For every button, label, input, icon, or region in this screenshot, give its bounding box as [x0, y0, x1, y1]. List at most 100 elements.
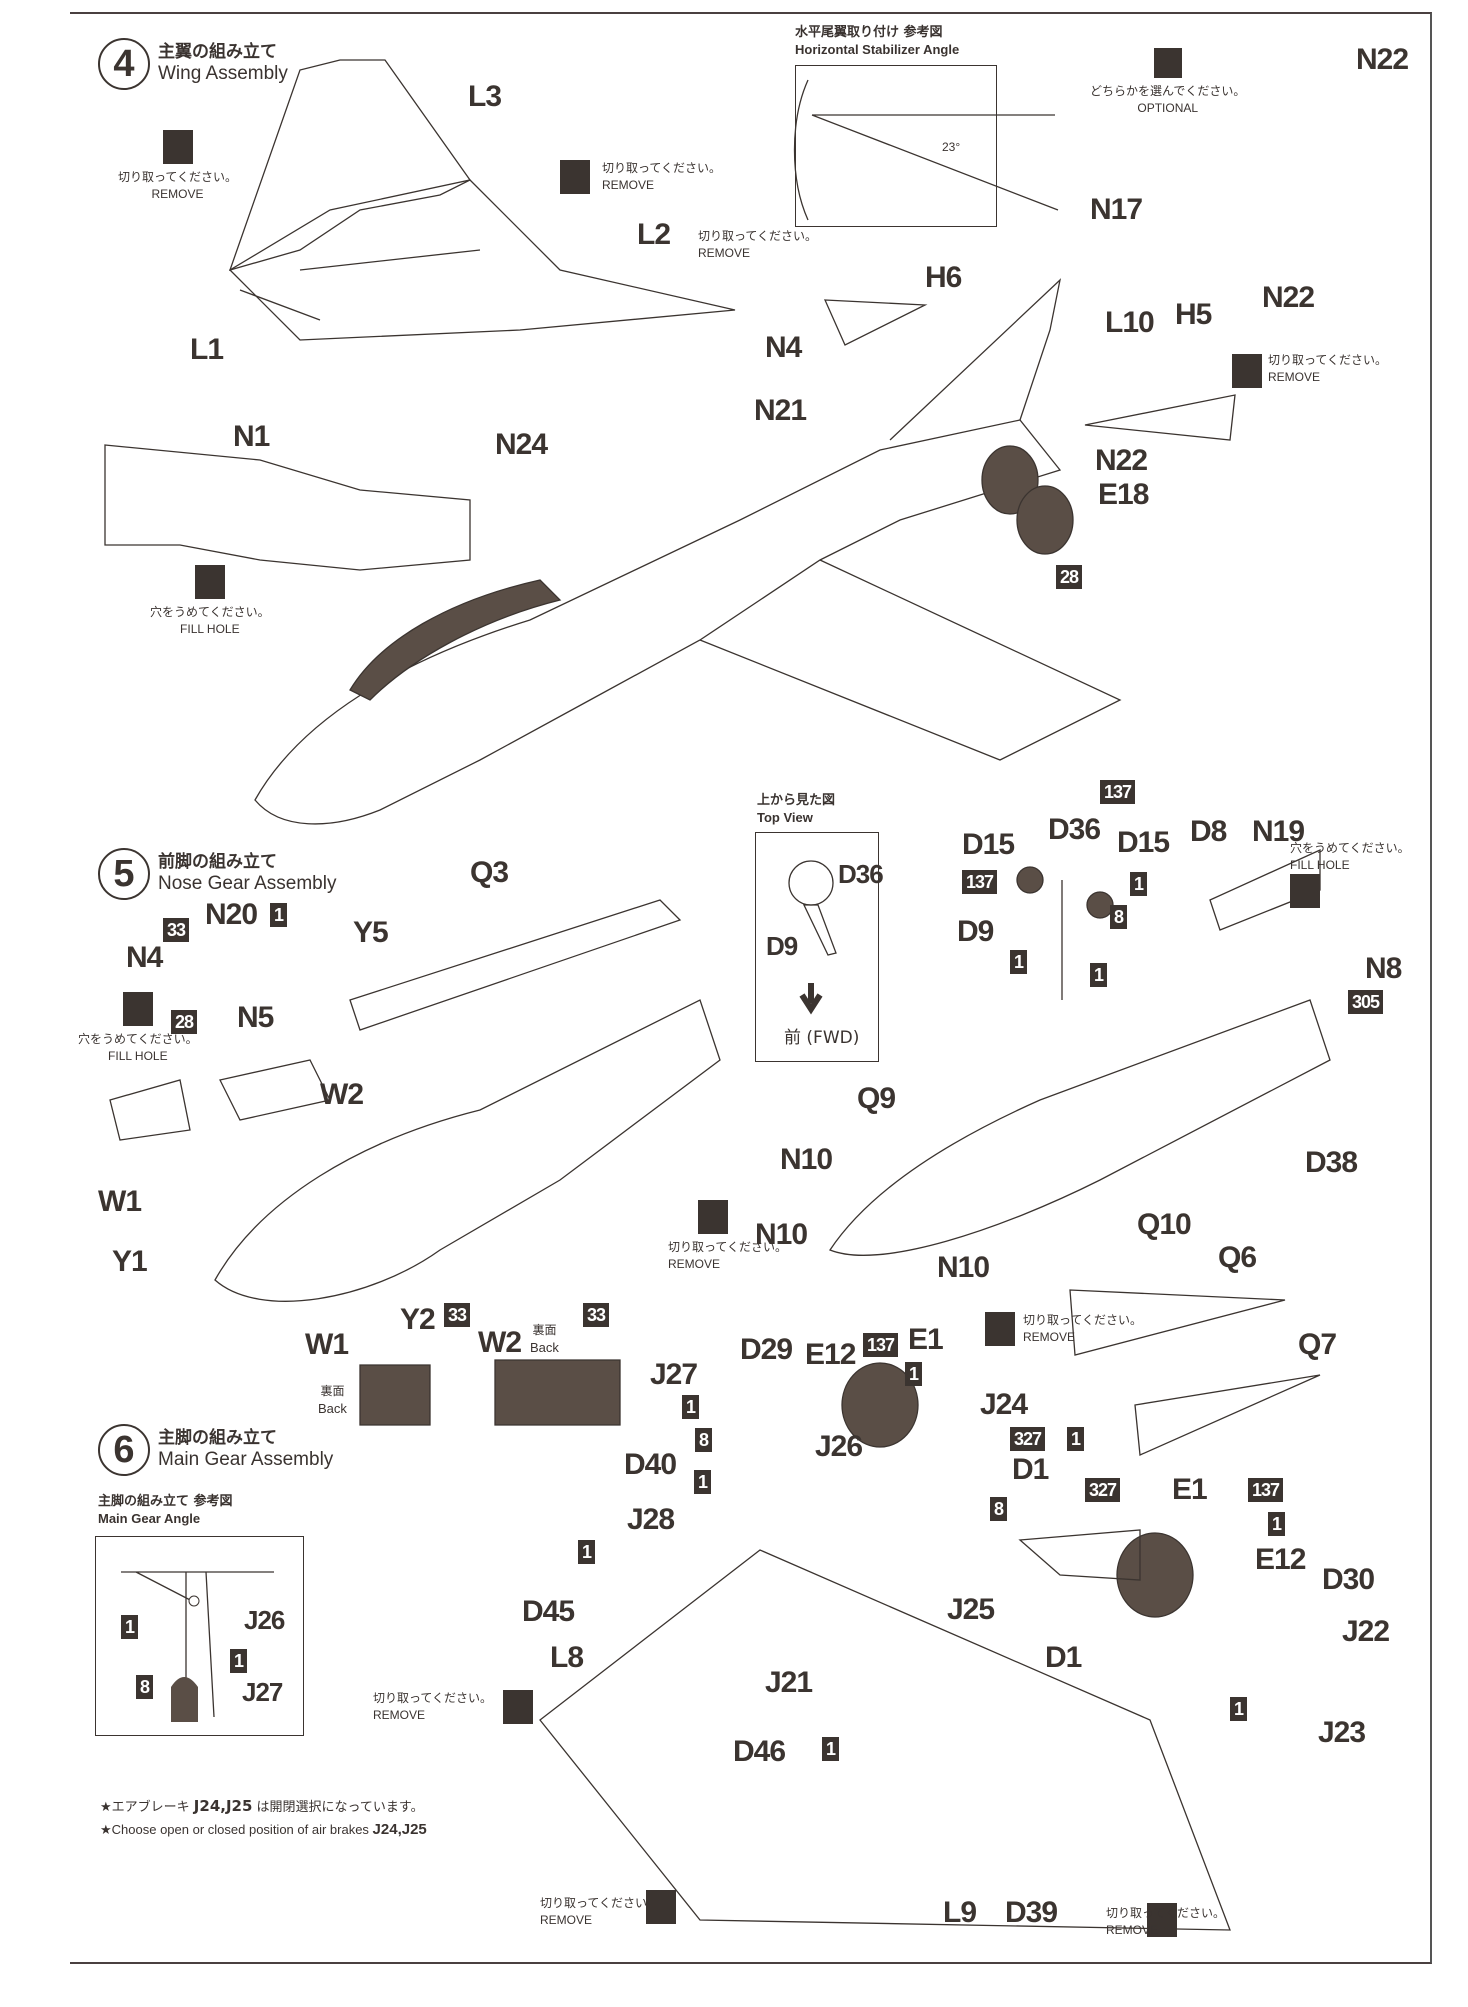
top-view-direction: 前 (FWD): [784, 1028, 860, 1048]
fill-hole-icon: [1290, 873, 1320, 908]
optional-choice-icon: [1153, 48, 1182, 78]
step-number: 5: [98, 848, 150, 900]
step-title-jp: 主脚の組み立て: [158, 1428, 277, 1449]
color-code-badge: 1: [1268, 1512, 1286, 1536]
part-label-q6: Q6: [1218, 1241, 1257, 1274]
color-code-badge: 8: [990, 1497, 1008, 1521]
color-code-badge: 1: [1090, 963, 1108, 987]
color-code-badge: 8: [136, 1675, 154, 1699]
optional-note: どちらかを選んでください。 OPTIONAL: [1090, 48, 1245, 116]
remove-note: 切り取ってください。 REMOVE: [540, 1896, 660, 1927]
color-code-badge: 28: [1056, 565, 1083, 589]
color-code-badge: 33: [444, 1303, 471, 1327]
part-label-l8: L8: [550, 1641, 584, 1674]
part-label-n10: N10: [755, 1218, 808, 1251]
part-label-n1: N1: [233, 420, 270, 453]
part-label-e12: E12: [805, 1338, 856, 1371]
part-label-l10: L10: [1105, 306, 1155, 339]
remove-note: 切り取ってください。 REMOVE: [118, 130, 237, 202]
part-label-l1: L1: [190, 333, 224, 366]
part-label-d15: D15: [1117, 826, 1170, 859]
color-code-badge: 1: [905, 1362, 923, 1386]
color-code-badge: 1: [1230, 1697, 1248, 1721]
part-label-e18: E18: [1098, 478, 1149, 511]
color-code-badge: 8: [1110, 905, 1128, 929]
stabilizer-ref-title: 水平尾翼取り付け 参考図 Horizontal Stabilizer Angle: [795, 25, 960, 57]
cut-remove-icon: [560, 160, 590, 194]
part-label-d45: D45: [522, 1595, 575, 1628]
remove-note: 切り取ってください。 REMOVE: [1106, 1906, 1226, 1937]
part-label-d40: D40: [624, 1448, 677, 1481]
step-title-en: Wing Assembly: [158, 62, 288, 84]
part-label-n21: N21: [754, 394, 807, 427]
part-label-n8: N8: [1365, 952, 1402, 985]
fill-hole-note: 穴をうめてください。 FILL HOLE: [150, 565, 270, 637]
part-label-h5: H5: [1175, 298, 1212, 331]
part-label-n20: N20: [205, 898, 258, 931]
part-label-n22: N22: [1095, 444, 1148, 477]
color-code-badge: 8: [695, 1428, 713, 1452]
part-label-d36: D36: [1048, 813, 1101, 846]
part-label-n4: N4: [765, 331, 802, 364]
part-label-y2: Y2: [400, 1303, 436, 1336]
cut-remove-icon: [646, 1890, 677, 1924]
color-code-badge: 1: [270, 903, 288, 927]
step-5-header: 5 前脚の組み立て Nose Gear Assembly: [98, 848, 336, 900]
main-gear-ref-box: 1 8 1 J26 J27: [95, 1536, 304, 1736]
part-label-n10: N10: [780, 1143, 833, 1176]
part-label-l2: L2: [637, 218, 671, 251]
part-label-d8: D8: [1190, 815, 1227, 848]
top-view-diagram: [788, 860, 837, 1015]
color-code-badge: 327: [1085, 1478, 1121, 1502]
step-number: 6: [98, 1424, 150, 1476]
part-label-d38: D38: [1305, 1146, 1358, 1179]
part-label-e12: E12: [1255, 1543, 1306, 1576]
fill-hole-icon: [122, 992, 153, 1026]
part-label-j22: J22: [1342, 1615, 1390, 1648]
part-label-q10: Q10: [1137, 1208, 1192, 1241]
part-label-n19: N19: [1252, 815, 1305, 848]
part-label-n4: N4: [126, 941, 163, 974]
color-code-badge: 1: [121, 1615, 139, 1639]
step-6-header: 6 主脚の組み立て Main Gear Assembly: [98, 1424, 333, 1476]
fill-hole-icon: [194, 565, 225, 599]
part-label-j23: J23: [1318, 1716, 1366, 1749]
main-gear-diagram: [121, 1571, 274, 1722]
part-label-n24: N24: [495, 428, 548, 461]
color-code-badge: 137: [1248, 1478, 1284, 1502]
part-label-w2-template: W2: [478, 1326, 522, 1359]
part-label-l3: L3: [468, 80, 502, 113]
part-label-j26: J26: [815, 1430, 863, 1463]
step-title-jp: 前脚の組み立て: [158, 852, 277, 873]
part-label-d29: D29: [740, 1333, 793, 1366]
part-label-n5: N5: [237, 1001, 274, 1034]
color-code-badge: 1: [230, 1649, 248, 1673]
color-code-badge: 1: [822, 1737, 840, 1761]
part-label-j25: J25: [947, 1593, 995, 1626]
part-label-n22: N22: [1262, 281, 1315, 314]
step-title-en: Nose Gear Assembly: [158, 872, 337, 894]
color-code-badge: 1: [1010, 950, 1028, 974]
part-label-y1: Y1: [112, 1245, 148, 1278]
part-label-d46: D46: [733, 1735, 786, 1768]
stabilizer-ref-box: [795, 65, 997, 227]
color-code-badge: 1: [682, 1395, 700, 1419]
color-code-badge: 305: [1348, 990, 1384, 1014]
cut-remove-icon: [162, 130, 193, 164]
part-label-d1: D1: [1045, 1641, 1082, 1674]
color-code-badge: 28: [171, 1010, 198, 1034]
part-label-d39: D39: [1005, 1896, 1058, 1929]
stabilizer-angle-value: 23°: [942, 140, 961, 154]
part-label-j24: J24: [980, 1388, 1028, 1421]
part-label-w2: W2: [320, 1078, 364, 1111]
cut-remove-icon: [1232, 354, 1262, 388]
top-view-part-d9: D9: [766, 931, 798, 961]
part-label-d15: D15: [962, 828, 1015, 861]
part-label-n17: N17: [1090, 193, 1143, 226]
color-code-badge: 33: [163, 918, 190, 942]
part-label-j27: J27: [650, 1358, 698, 1391]
remove-note: 切り取ってください。 REMOVE: [1232, 352, 1387, 388]
part-label-q7: Q7: [1298, 1328, 1337, 1361]
main-gear-part-j26: J26: [244, 1605, 285, 1635]
fill-hole-note: 穴をうめてください。 FILL HOLE: [78, 992, 198, 1064]
